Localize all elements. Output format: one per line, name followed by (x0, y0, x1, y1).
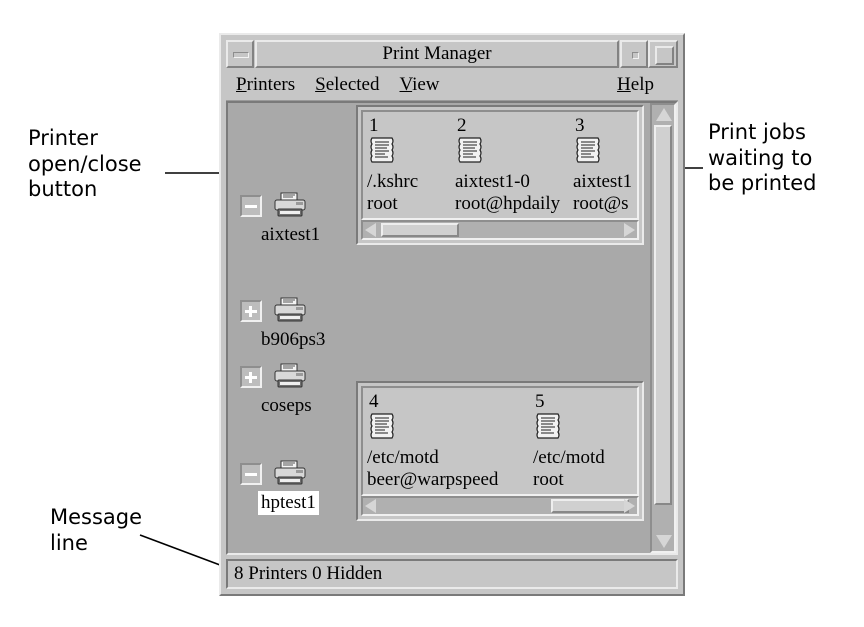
job-number: 4 (369, 391, 379, 412)
printer-open-close-button-hptest1[interactable] (240, 463, 262, 485)
job-list-inner-hptest1: 4 (361, 386, 639, 496)
printer-icon (274, 297, 306, 322)
restore-button[interactable] (620, 40, 648, 68)
job-name: /etc/motd (367, 447, 439, 468)
printer-label-aixtest1: aixtest1 (261, 224, 321, 245)
job-owner: root (367, 193, 398, 214)
scroll-thumb[interactable] (381, 223, 459, 237)
job-name: aixtest1-0 (455, 171, 530, 192)
job-name: /.kshrc (367, 171, 419, 192)
annotation-print-jobs-waiting: Print jobs waiting to be printed (708, 120, 817, 196)
printer-label-b906ps3: b906ps3 (261, 329, 326, 350)
printer-canvas: aixtest1 b906ps3 (228, 103, 650, 553)
job-name: aixtest1 (573, 171, 633, 192)
menu-help[interactable]: Help (607, 74, 664, 96)
minimize-button[interactable] (226, 40, 254, 68)
window-title-area: Print Manager (255, 40, 619, 68)
job-list-horizontal-scrollbar-aixtest1[interactable] (361, 220, 639, 240)
printer-label-coseps: coseps (261, 395, 312, 416)
job-list-aixtest1: 1 (356, 105, 644, 245)
job-name: /etc/motd (533, 447, 605, 468)
menu-selected-rest: elected (325, 74, 380, 95)
job-number: 2 (457, 115, 467, 136)
job-item[interactable]: 5 (533, 391, 637, 491)
printer-icon (274, 363, 306, 388)
job-item[interactable]: 1 (367, 116, 487, 215)
work-area-vertical-scrollbar[interactable] (650, 103, 676, 553)
print-manager-window: Print Manager Printers Selected View Hel… (219, 33, 685, 596)
scroll-down-arrow-icon[interactable] (656, 535, 672, 548)
printer-icon (274, 192, 306, 217)
window-client-area: Print Manager Printers Selected View Hel… (224, 38, 680, 591)
printer-work-area: aixtest1 b906ps3 (226, 101, 678, 555)
job-item[interactable]: 3 (573, 115, 637, 215)
job-item[interactable]: 4 (367, 391, 499, 491)
job-item[interactable]: 2 (455, 116, 575, 215)
menu-printers-rest: rinters (246, 74, 296, 95)
menu-view-rest: iew (412, 74, 440, 95)
menu-view[interactable]: View (390, 74, 450, 96)
job-number: 5 (535, 391, 545, 412)
document-icon (576, 137, 600, 163)
job-owner: beer@warpspeed (367, 469, 499, 490)
job-list-hptest1: 4 (356, 381, 644, 521)
document-icon (536, 413, 560, 439)
menu-bar: Printers Selected View Help (226, 70, 678, 101)
page-title: Print Manager (382, 43, 492, 64)
scroll-right-arrow-icon[interactable] (624, 223, 635, 237)
menu-printers-mnemonic: P (236, 74, 247, 95)
document-icon (370, 413, 394, 439)
printer-label-hptest1: hptest1 (258, 491, 319, 515)
scroll-left-arrow-icon[interactable] (365, 499, 376, 513)
job-list-inner-aixtest1: 1 (361, 110, 639, 220)
scroll-thumb[interactable] (654, 125, 672, 505)
scroll-thumb[interactable] (551, 499, 629, 513)
annotation-printer-open-close-button: Printer open/close button (28, 126, 142, 202)
job-number: 1 (369, 115, 379, 136)
menu-printers[interactable]: Printers (226, 74, 305, 96)
menu-help-rest: elp (630, 74, 654, 95)
annotation-message-line: Message line (50, 505, 143, 555)
menu-selected-mnemonic: S (315, 74, 326, 95)
status-text: 8 Printers 0 Hidden (234, 563, 383, 584)
message-line: 8 Printers 0 Hidden (226, 559, 678, 589)
printer-open-close-button-coseps[interactable] (240, 366, 262, 388)
document-icon (370, 137, 394, 163)
maximize-button[interactable] (648, 40, 678, 68)
job-owner: root@hpdaily (455, 193, 561, 214)
scroll-right-arrow-icon[interactable] (624, 499, 635, 513)
job-list-horizontal-scrollbar-hptest1[interactable] (361, 496, 639, 516)
job-owner: root (533, 469, 564, 490)
job-owner: root@s (573, 193, 629, 214)
menu-view-mnemonic: V (399, 74, 413, 95)
printer-icon (274, 460, 306, 485)
job-number: 3 (575, 115, 585, 136)
document-icon (458, 137, 482, 163)
menu-help-mnemonic: H (617, 74, 631, 95)
menu-selected[interactable]: Selected (305, 74, 389, 96)
scroll-left-arrow-icon[interactable] (365, 223, 376, 237)
printer-open-close-button-aixtest1[interactable] (240, 195, 262, 217)
scroll-up-arrow-icon[interactable] (656, 108, 672, 121)
printer-open-close-button-b906ps3[interactable] (240, 300, 262, 322)
title-bar: Print Manager (226, 40, 678, 68)
